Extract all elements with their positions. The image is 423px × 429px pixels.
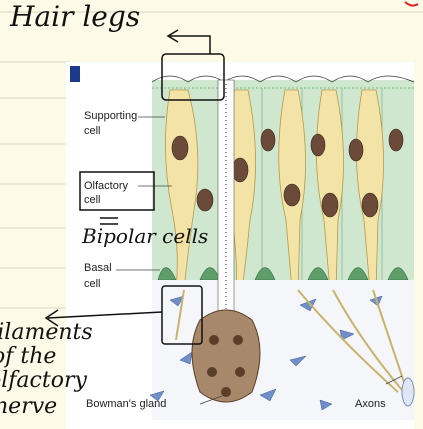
note-filaments-line1: Filaments (0, 320, 93, 345)
label-basal-cell-line2: cell (84, 278, 101, 290)
label-olfactory-cell-line1: Olfactory (84, 180, 128, 192)
note-filaments-line2: of the (0, 344, 56, 369)
note-bipolar-cells: Bipolar cells (82, 224, 208, 248)
label-bowmans-gland: Bowman's gland (86, 398, 166, 410)
note-filaments-line3: olfactory (0, 368, 87, 393)
label-supporting-cell-line1: Supporting (84, 110, 137, 122)
figure-corner-marker (70, 66, 80, 82)
hair-legs-arrow (168, 30, 210, 54)
label-axons: Axons (355, 398, 386, 410)
note-filaments-line4: nerve (0, 394, 57, 419)
label-basal-cell-line1: Basal (84, 262, 112, 274)
note-hair-legs: Hair legs (10, 0, 140, 33)
axon-endpoint (402, 378, 414, 406)
label-supporting-cell-line2: cell (84, 125, 101, 137)
label-olfactory-cell-line2: cell (84, 194, 101, 206)
